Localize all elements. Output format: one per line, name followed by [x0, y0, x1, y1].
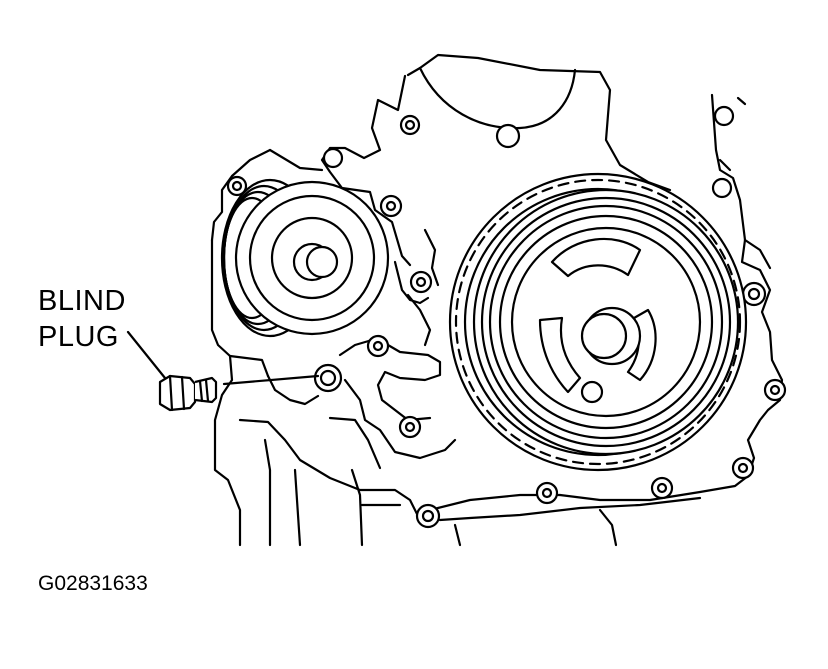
callout-leader	[126, 330, 167, 380]
blind-plug-icon	[158, 374, 218, 412]
plug-alignment-line	[222, 374, 320, 386]
callout-label-line1: BLIND	[38, 285, 126, 317]
blind-plug-hole	[313, 363, 343, 393]
callout-label-line2: PLUG	[38, 321, 119, 353]
engine-block-outline	[210, 53, 784, 547]
figure-id: G02831633	[38, 572, 148, 595]
mounting-bolts	[226, 105, 787, 529]
idler-pulley	[220, 178, 390, 338]
crankshaft-pulley	[448, 172, 748, 472]
